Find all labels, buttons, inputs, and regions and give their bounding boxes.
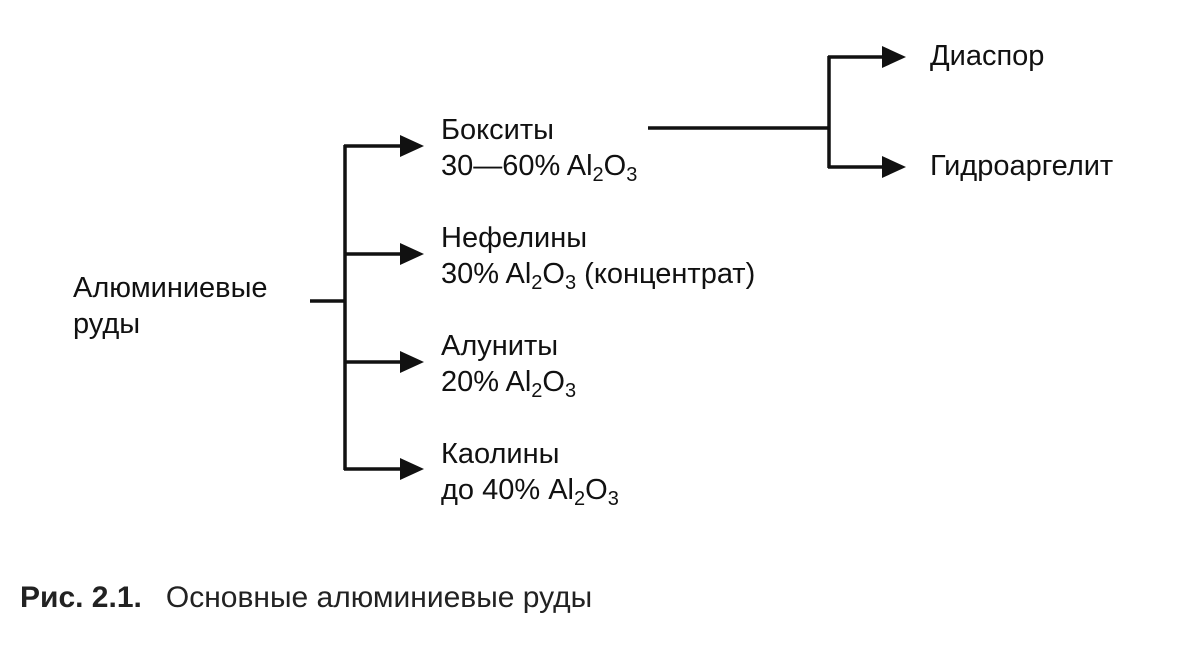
arrow-head-bauxite (400, 135, 424, 157)
node-nepheline-formula: 30% Al2O3 (концентрат) (441, 258, 756, 294)
figure-caption: Рис. 2.1. Основные алюминиевые руды (20, 580, 592, 616)
arrow-head-alunite (400, 351, 424, 373)
node-kaolin-formula: до 40% Al2O3 (441, 474, 619, 510)
arrow-head-hydrargillite (882, 156, 906, 178)
figure-caption-text: Основные алюминиевые руды (165, 581, 593, 614)
root-node-aluminum-ores: Алюминиевые руды (73, 270, 268, 342)
arrow-head-diaspore (882, 46, 906, 68)
node-bauxite-formula: 30—60% Al2O3 (441, 150, 638, 186)
node-alunite-name: Алуниты (441, 330, 559, 362)
node-hydrargillite-name: Гидроаргелит (930, 150, 1114, 182)
root-node-line1: Алюминиевые (73, 272, 268, 304)
node-alunite: Алуниты 20% Al2O3 (441, 328, 577, 402)
node-kaolin-name: Каолины (441, 438, 560, 470)
node-nepheline-name: Нефелины (441, 222, 588, 254)
node-diaspore: Диаспор (930, 38, 1044, 74)
node-alunite-formula: 20% Al2O3 (441, 366, 577, 402)
node-diaspore-name: Диаспор (930, 40, 1045, 72)
node-kaolin: Каолины до 40% Al2O3 (441, 436, 619, 510)
node-nepheline: Нефелины 30% Al2O3 (концентрат) (441, 220, 756, 294)
node-hydrargillite: Гидроаргелит (930, 148, 1113, 184)
arrow-head-nepheline (400, 243, 424, 265)
root-node-line2: руды (73, 308, 141, 340)
arrow-head-kaolin (400, 458, 424, 480)
node-bauxite: Бокситы 30—60% Al2O3 (441, 112, 638, 186)
node-bauxite-name: Бокситы (441, 114, 554, 146)
figure-caption-label: Рис. 2.1. (20, 581, 142, 614)
